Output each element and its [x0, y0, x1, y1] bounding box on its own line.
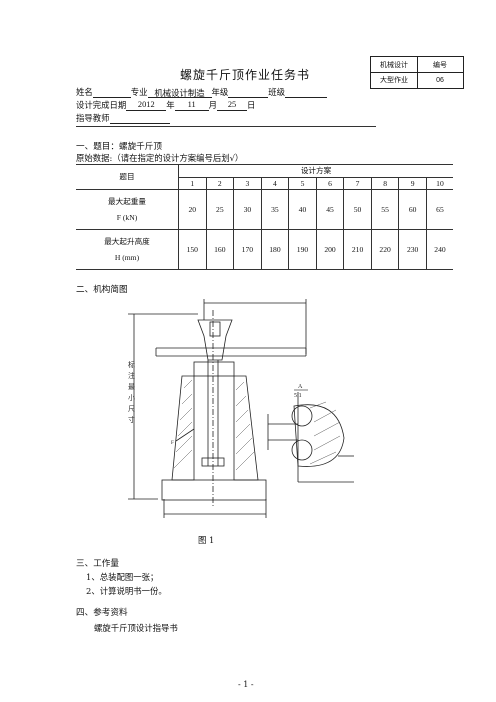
- row-max-lift-cn: 最大起升高度: [104, 237, 150, 246]
- section3-heading: 三、工作量: [76, 559, 119, 569]
- plan-number: 7: [343, 177, 372, 190]
- class-label: 班级: [268, 87, 285, 97]
- max-load-value: 40: [288, 189, 317, 230]
- plan-number: 3: [233, 177, 262, 190]
- section1-note: 原始数据:（请在指定的设计方案编号后划√）: [76, 153, 244, 163]
- table-top-rule: [76, 164, 453, 165]
- teacher-label: 指导教师: [76, 113, 110, 123]
- col-plan-header: 设计方案: [178, 165, 453, 178]
- grade-label: 年级: [211, 87, 229, 97]
- max-lift-value: 160: [206, 229, 235, 270]
- plan-number: 8: [371, 177, 400, 190]
- max-lift-value: 180: [261, 229, 290, 270]
- max-load-value: 50: [343, 189, 372, 230]
- max-lift-value: 210: [343, 229, 372, 270]
- vertical-dimension-label: 标注最小尺寸: [128, 361, 135, 424]
- class-field: [285, 87, 327, 98]
- row-max-load-label: 最大起重量 F (kN): [76, 189, 179, 230]
- date-label: 设计完成日期: [76, 100, 127, 110]
- name-label: 姓名: [76, 87, 93, 97]
- max-lift-value: 240: [426, 229, 453, 270]
- max-lift-value: 150: [178, 229, 207, 270]
- max-load-value: 60: [398, 189, 427, 230]
- year-field: 2012: [126, 100, 167, 111]
- workload-item: 1、总装配图一张；: [86, 572, 159, 582]
- grade-field: [228, 87, 269, 98]
- detail-ratio: 5:1: [294, 393, 302, 399]
- parameter-table: 题目 设计方案 1 2 3 4 5 6 7 8 9 10 最大起重量 F (kN…: [76, 165, 453, 270]
- section2-heading: 二、机构简图: [76, 285, 128, 295]
- plan-number: 4: [261, 177, 290, 190]
- jack-mechanism-drawing: A 5:1 F: [128, 299, 354, 518]
- force-label: F: [171, 441, 174, 446]
- col-title-header: 题目: [76, 165, 179, 190]
- header-line-1: 姓名 专业机械设计制造年级 班级: [76, 86, 327, 98]
- name-field: [92, 87, 131, 98]
- teacher-field: [109, 113, 170, 124]
- corner-homework: 大型作业: [380, 76, 408, 84]
- max-lift-value: 230: [398, 229, 427, 270]
- corner-code-value: 06: [436, 76, 444, 84]
- workload-item: 2、计算说明书一份。: [86, 586, 167, 596]
- detail-label-a: A: [298, 384, 303, 390]
- major-label: 专业: [130, 87, 148, 97]
- row-max-load-cn: 最大起重量: [108, 197, 146, 206]
- row-max-lift-label: 最大起升高度 H (mm): [76, 229, 179, 270]
- max-lift-value: 220: [371, 229, 400, 270]
- max-load-value: 25: [206, 189, 235, 230]
- max-lift-value: 190: [288, 229, 317, 270]
- max-load-value: 35: [261, 189, 290, 230]
- corner-info-box: 机械设计 编号 大型作业 06: [370, 56, 464, 89]
- max-load-value: 55: [371, 189, 400, 230]
- corner-course: 机械设计: [380, 60, 408, 69]
- plan-number: 1: [178, 177, 207, 190]
- max-lift-value: 170: [233, 229, 262, 270]
- page-number: - 1 -: [238, 680, 254, 689]
- section4-heading: 四、参考资料: [76, 608, 128, 618]
- day-unit: 日: [247, 100, 256, 110]
- max-load-value: 45: [316, 189, 345, 230]
- figure-caption: 图 1: [198, 535, 215, 545]
- max-load-value: 20: [178, 189, 207, 230]
- plan-number: 2: [206, 177, 235, 190]
- max-load-value: 30: [233, 189, 262, 230]
- month-unit: 月: [208, 100, 217, 110]
- major-field: 机械设计制造: [147, 87, 212, 98]
- month-field: 11: [174, 100, 209, 111]
- plan-number: 10: [426, 177, 453, 190]
- row-max-load-unit: F (kN): [116, 213, 138, 222]
- year-unit: 年: [166, 100, 175, 110]
- plan-number: 6: [316, 177, 345, 190]
- day-field: 25: [217, 100, 247, 111]
- document-title: 螺旋千斤顶作业任务书: [180, 68, 311, 82]
- section1-heading: 一、题目：螺旋千斤顶: [76, 142, 162, 152]
- reference-item: 螺旋千斤顶设计指导书: [94, 623, 178, 633]
- plan-number: 5: [288, 177, 317, 190]
- max-lift-value: 200: [316, 229, 345, 270]
- row-max-lift-unit: H (mm): [114, 253, 140, 262]
- plan-number: 9: [398, 177, 427, 190]
- corner-code-label: 编号: [433, 60, 447, 69]
- header-line-3: 指导教师: [76, 112, 170, 124]
- header-divider: [76, 126, 376, 127]
- max-load-value: 65: [426, 189, 453, 230]
